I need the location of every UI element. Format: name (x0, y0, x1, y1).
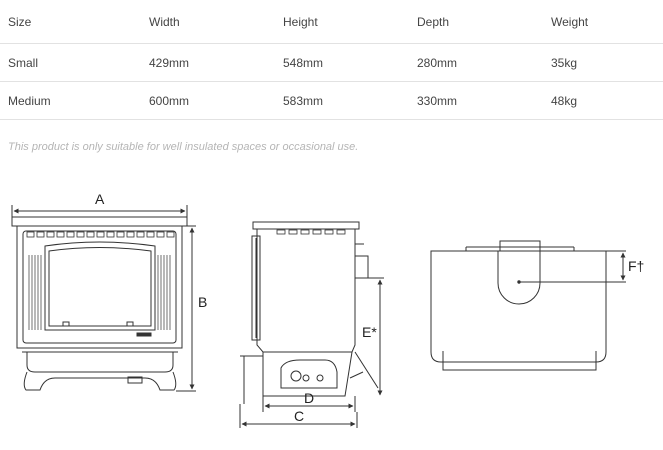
front-view (11, 205, 196, 392)
header-size: Size (0, 0, 141, 44)
table-header-row: Size Width Height Depth Weight (0, 0, 663, 44)
dimension-label-e: E* (362, 324, 377, 340)
header-height: Height (275, 0, 409, 44)
dimension-label-b: B (198, 294, 207, 310)
cell-size: Medium (0, 81, 141, 120)
cell-width: 600mm (141, 81, 275, 120)
dimensions-table: Size Width Height Depth Weight Small 429… (0, 0, 663, 120)
top-view (430, 240, 626, 371)
cell-depth: 280mm (409, 43, 543, 82)
header-width: Width (141, 0, 275, 44)
dimension-label-d: D (304, 390, 314, 406)
cell-width: 429mm (141, 43, 275, 82)
header-weight: Weight (543, 0, 663, 44)
suitability-note: This product is only suitable for well i… (8, 141, 359, 153)
cell-height: 583mm (275, 81, 409, 120)
cell-weight: 48kg (543, 81, 663, 120)
cell-height: 548mm (275, 43, 409, 82)
dimension-label-a: A (95, 191, 105, 207)
cell-weight: 35kg (543, 43, 663, 82)
cell-depth: 330mm (409, 81, 543, 120)
cell-size: Small (0, 43, 141, 82)
header-depth: Depth (409, 0, 543, 44)
table-row: Small 429mm 548mm 280mm 35kg (0, 43, 663, 82)
dimension-label-c: C (294, 408, 304, 424)
dimension-label-f: F† (628, 258, 644, 274)
side-view (239, 221, 384, 428)
table-row: Medium 600mm 583mm 330mm 48kg (0, 81, 663, 120)
